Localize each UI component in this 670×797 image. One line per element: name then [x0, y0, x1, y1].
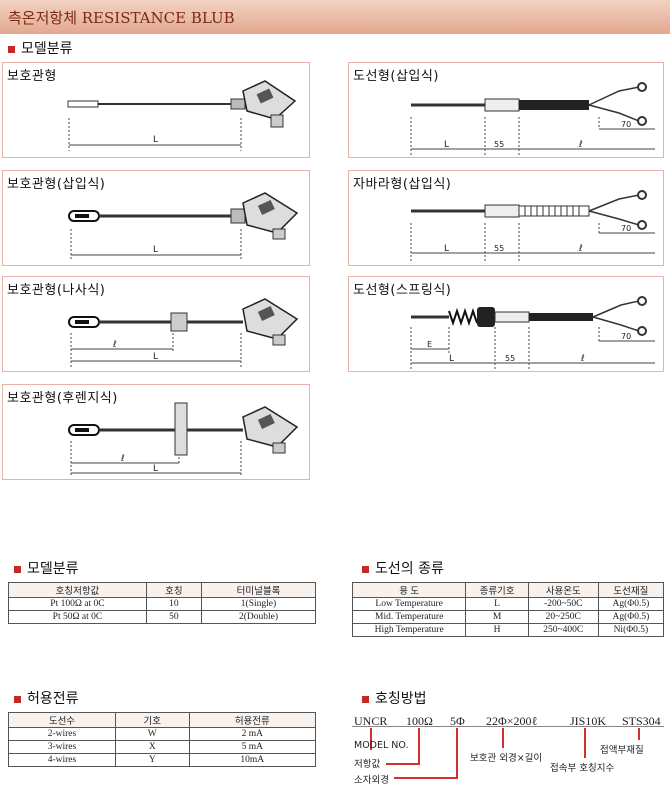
label-resistance: 저항값 [354, 759, 381, 770]
square-bullet-icon [362, 565, 369, 573]
table-header-row: 용 도 종류기호 사용온도 도선재질 [351, 582, 665, 598]
terminal-head-icon [242, 80, 297, 128]
section-heading-models-top: 모델분류 [8, 38, 73, 58]
section-heading-allowed-current: 허용전류 [14, 688, 79, 708]
square-bullet-icon [362, 695, 369, 703]
panel-caption: 보호관형(나사식) [7, 283, 106, 298]
svg-text:L: L [153, 245, 158, 255]
code-part-tube-size: 22Φ×200ℓ [486, 714, 538, 728]
table-row: 4-wires Y 10mA [8, 753, 317, 767]
panel-wire-insert: 도선형(삽입식) L 55 ℓ 70 [348, 62, 664, 158]
protective-tube-screw-drawing: ℓ L [68, 298, 299, 367]
svg-text:L: L [153, 464, 158, 474]
panel-caption: 자바라형(삽입식) [353, 177, 452, 192]
square-bullet-icon [14, 565, 21, 573]
current-table: 도선수 기호 허용전류 2-wires W 2 mA 3-wires X 5 m… [8, 712, 317, 767]
wire-insert-drawing: L 55 ℓ 70 [410, 82, 655, 155]
page-title: 측온저항체 RESISTANCE BLUB [8, 9, 235, 27]
table-header-row: 호칭저항값 호칭 터미널블록 [8, 582, 317, 598]
protective-tube-insert-drawing: L [68, 192, 299, 261]
panel-protective-tube-screw: 보호관형(나사식) ℓ L [2, 276, 310, 372]
terminal-head-icon [242, 406, 299, 454]
terminal-head-icon [242, 192, 299, 240]
label-connection: 접속부 호칭지수 [550, 763, 615, 774]
section-heading-models-bottom: 모델분류 [14, 558, 79, 578]
table-row: 3-wires X 5 mA [8, 740, 317, 754]
svg-text:ℓ: ℓ [120, 454, 125, 464]
svg-text:L: L [444, 244, 449, 254]
square-bullet-icon [14, 695, 21, 703]
label-tube-size: 보호관 외경×길이 [470, 753, 543, 764]
panel-caption: 보호관형 [7, 69, 57, 84]
label-element-diameter: 소자외경 [354, 775, 389, 786]
table-header-row: 도선수 기호 허용전류 [8, 712, 317, 728]
panel-caption: 도선형(스프링식) [353, 283, 452, 298]
bellows-insert-drawing: L 55 ℓ 70 [410, 190, 655, 261]
code-part-element-diameter: 5Φ [450, 714, 465, 728]
panel-bellows-insert: 자바라형(삽입식) L 55 ℓ 70 [348, 170, 664, 266]
svg-text:70: 70 [621, 332, 631, 341]
title-bar: 측온저항체 RESISTANCE BLUB [0, 0, 670, 34]
table-row: Mid. Temperature M 20~250C Ag(Φ0.5) [351, 610, 665, 624]
table-row: Pt 50Ω at 0C 50 2(Double) [8, 610, 317, 624]
square-bullet-icon [8, 45, 15, 53]
panel-protective-tube-flange: 보호관형(후렌지식) ℓ L [2, 384, 310, 480]
svg-text:L: L [444, 140, 449, 150]
code-part-connection: JIS10K [570, 714, 607, 728]
protective-tube-drawing: L [67, 80, 297, 151]
table-row: Low Temperature L -200~50C Ag(Φ0.5) [351, 597, 665, 611]
spring-icon [448, 307, 478, 327]
table-row: 2-wires W 2 mA [8, 727, 317, 741]
wire-type-table: 용 도 종류기호 사용온도 도선재질 Low Temperature L -20… [351, 582, 665, 637]
panel-caption: 도선형(삽입식) [353, 69, 439, 84]
svg-text:ℓ: ℓ [578, 140, 583, 150]
label-material: 접액부재질 [600, 745, 644, 756]
svg-text:ℓ: ℓ [578, 244, 583, 254]
svg-text:70: 70 [621, 224, 631, 233]
svg-text:55: 55 [494, 140, 504, 149]
code-part-material: STS304 [622, 714, 661, 728]
code-part-model: UNCR [354, 714, 388, 728]
code-part-resistance: 100Ω [406, 714, 433, 728]
svg-text:70: 70 [621, 120, 631, 129]
table-row: High Temperature H 250~400C Ni(Φ0.5) [351, 623, 665, 637]
svg-text:E: E [427, 340, 432, 349]
section-heading-wire-types: 도선의 종류 [362, 558, 444, 578]
dim-label: L [153, 135, 158, 145]
svg-text:55: 55 [494, 244, 504, 253]
naming-code-diagram: UNCR 100Ω 5Φ 22Φ×200ℓ JIS10K STS304 MODE… [352, 714, 664, 797]
panel-protective-tube: 보호관형 L [2, 62, 310, 158]
table-row: Pt 100Ω at 0C 10 1(Single) [8, 597, 317, 611]
bellows-icon [518, 205, 590, 217]
terminal-head-icon [242, 298, 299, 346]
svg-text:L: L [153, 352, 158, 362]
code-underline [352, 726, 664, 727]
svg-text:L: L [449, 354, 454, 364]
model-table: 호칭저항값 호칭 터미널블록 Pt 100Ω at 0C 10 1(Single… [8, 582, 317, 624]
svg-text:55: 55 [505, 354, 515, 363]
wire-spring-drawing: E L 55 ℓ 70 [410, 296, 655, 369]
label-model-no: MODEL NO. [354, 740, 409, 751]
panel-protective-tube-insert: 보호관형(삽입식) L [2, 170, 310, 266]
svg-text:ℓ: ℓ [580, 354, 585, 364]
svg-text:ℓ: ℓ [112, 340, 117, 350]
panel-caption: 보호관형(후렌지식) [7, 391, 118, 406]
panel-wire-spring: 도선형(스프링식) E L 55 ℓ 70 [348, 276, 664, 372]
panel-caption: 보호관형(삽입식) [7, 177, 106, 192]
section-heading-naming: 호칭방법 [362, 688, 427, 708]
protective-tube-flange-drawing: ℓ L [68, 402, 299, 477]
